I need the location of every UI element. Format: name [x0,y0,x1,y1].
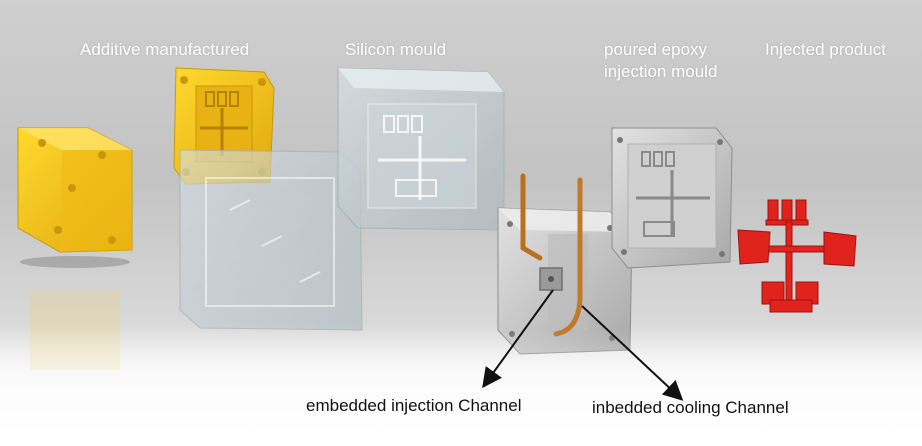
cooling-tube-left [520,173,543,261]
callout-inbedded-cooling-channel: inbedded cooling Channel [592,398,789,417]
arrow-cooling-channel [581,305,684,401]
arrow-injection-channel [482,289,554,389]
label-additive-manufactured: Additive manufactured [80,40,250,59]
poured-epoxy-injection-mould [611,127,733,269]
transparent-mould-block-lower [179,149,363,331]
label-poured-epoxy-line1: poured epoxy [604,40,708,59]
silicon-mould-block [337,67,505,231]
label-injected-product: Injected product [765,40,886,59]
aluminium-injection-mould [497,173,633,355]
callout-embedded-injection-channel: embedded injection Channel [306,396,522,415]
label-poured-epoxy-line2: injection mould [604,62,718,81]
label-silicon-mould: Silicon mould [345,40,447,59]
injected-red-product [737,199,857,313]
floor-reflection [0,330,922,446]
